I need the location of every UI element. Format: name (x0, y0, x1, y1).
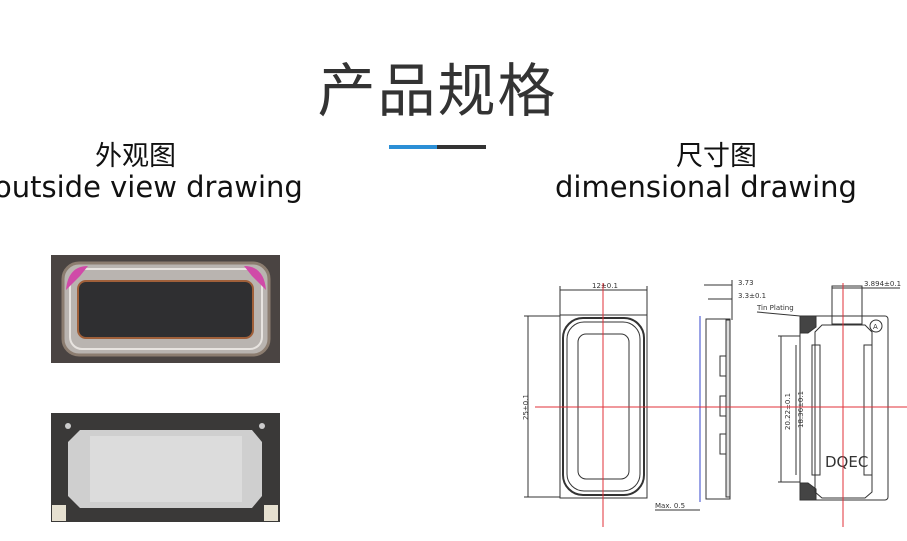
inner-dimension-1: 20.22±0.1 (784, 393, 792, 430)
width-dimension: 12±0.1 (592, 282, 618, 290)
title-divider (437, 145, 486, 149)
speaker-front-photo (51, 255, 280, 363)
thickness-dimension: 3.73 (738, 279, 754, 287)
pad-dimension: 3.894±0.1 (864, 280, 901, 288)
max-dimension: Max. 0.5 (655, 502, 685, 510)
front-view (524, 286, 648, 499)
title-divider-accent (389, 145, 437, 149)
back-view (756, 285, 900, 501)
brand-label: DQEC (825, 453, 868, 471)
dimension-heading-en: dimensional drawing (555, 170, 857, 204)
inner-dimension-2: 18.36±0.1 (797, 391, 805, 428)
body-thickness-dimension: 3.3±0.1 (738, 292, 766, 300)
center-lines (535, 283, 907, 527)
marker-a: A (873, 323, 878, 331)
speaker-back-photo (51, 413, 280, 522)
dimension-heading-cn: 尺寸图 (676, 141, 757, 172)
outside-view-heading-cn: 外观图 (95, 141, 176, 172)
outside-view-heading-en: outside view drawing (0, 170, 303, 204)
side-view (655, 280, 733, 511)
height-dimension: 25±0.1 (522, 394, 530, 420)
page-title: 产品规格 (317, 57, 558, 125)
tin-plating-label: Tin Plating (756, 304, 794, 312)
